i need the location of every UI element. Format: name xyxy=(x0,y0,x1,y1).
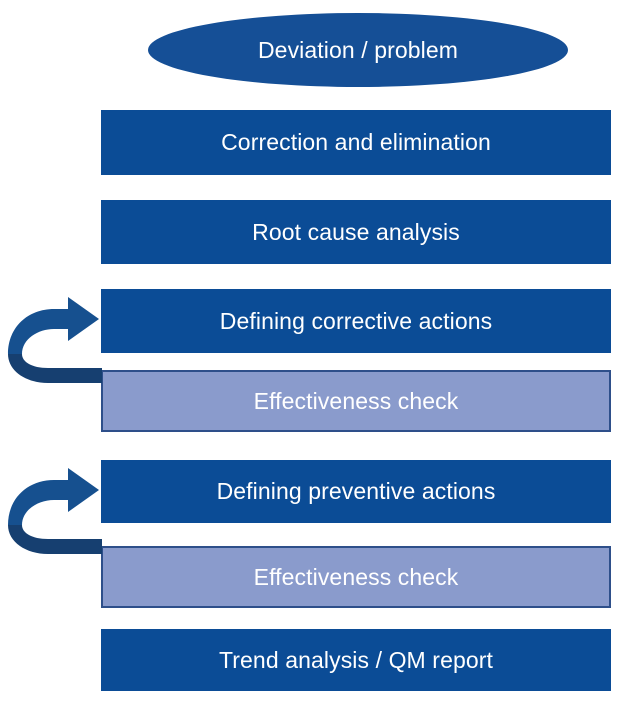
node-label: Root cause analysis xyxy=(252,218,460,245)
node-label: Effectiveness check xyxy=(253,387,459,414)
node-defining-corrective-actions[interactable]: Defining corrective actions xyxy=(101,289,611,353)
node-label: Deviation / problem xyxy=(257,36,459,63)
node-label: Trend analysis / QM report xyxy=(218,646,493,673)
corrective-actions-loop-arrow xyxy=(6,297,106,395)
node-root-cause-analysis[interactable]: Root cause analysis xyxy=(101,200,611,264)
node-effectiveness-check-corrective[interactable]: Effectiveness check xyxy=(101,370,611,432)
node-defining-preventive-actions[interactable]: Defining preventive actions xyxy=(101,460,611,523)
node-deviation-problem[interactable]: Deviation / problem xyxy=(148,13,568,87)
node-label: Effectiveness check xyxy=(253,563,459,590)
loop-arrow-lower-band xyxy=(8,354,102,383)
preventive-actions-loop-arrow xyxy=(6,468,106,566)
node-label: Correction and elimination xyxy=(221,129,491,155)
node-label: Defining corrective actions xyxy=(219,307,493,334)
loop-arrow-lower-band xyxy=(8,525,102,554)
node-trend-analysis-qm-report[interactable]: Trend analysis / QM report xyxy=(101,629,611,691)
loop-arrow-head-band xyxy=(8,297,99,354)
loop-arrow-head-band xyxy=(8,468,99,525)
node-correction-and-elimination[interactable]: Correction and elimination xyxy=(101,110,611,175)
node-effectiveness-check-preventive[interactable]: Effectiveness check xyxy=(101,546,611,608)
node-label: Defining preventive actions xyxy=(216,478,496,504)
